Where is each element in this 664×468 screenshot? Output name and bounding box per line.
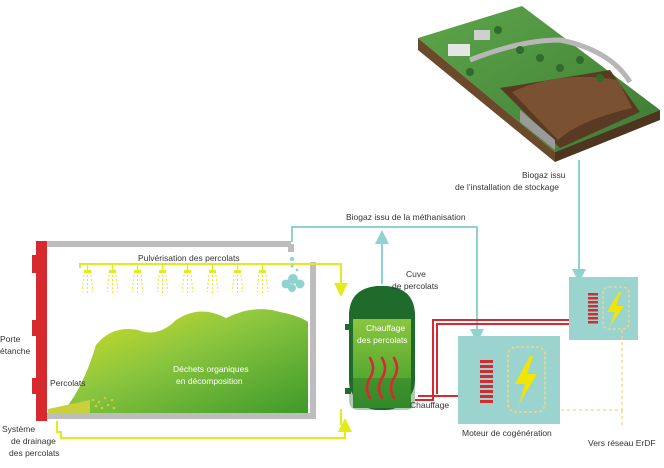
landfill-illustration xyxy=(418,6,660,162)
label-dechets-2: en décomposition xyxy=(176,376,243,386)
door-seal xyxy=(36,241,47,421)
label-chauffage-cuve-2: des percolats xyxy=(357,335,408,345)
drainage-grille xyxy=(48,400,90,413)
vapor-cloud-icon xyxy=(281,257,305,292)
radiator-icon xyxy=(588,293,598,324)
label-chauffage-cuve-1: Chauffage xyxy=(366,323,405,333)
heat-waves-icon xyxy=(365,356,399,400)
percolate-return-line xyxy=(56,418,352,439)
label-biogaz-stock-1: Biogaz issu xyxy=(522,170,566,180)
label-biogaz-metha: Biogaz issu de la méthanisation xyxy=(346,212,466,222)
label-drainage-3: des percolats xyxy=(9,448,60,458)
percolate-tank xyxy=(345,286,415,410)
label-percolats: Percolats xyxy=(50,378,85,388)
label-erdf: Vers réseau ErDF xyxy=(588,438,656,448)
biogas-pipes xyxy=(291,160,586,343)
label-chauffage: Chauffage xyxy=(410,400,449,410)
organic-waste-heap xyxy=(60,309,308,413)
sprinkler-line xyxy=(79,257,348,297)
label-biogaz-stock-2: de l’installation de stockage xyxy=(455,182,559,192)
label-moteur: Moteur de cogénération xyxy=(462,428,552,438)
label-drainage-1: Système xyxy=(2,424,35,434)
lightning-icon xyxy=(607,292,624,326)
label-cuve-1: Cuve xyxy=(406,269,426,279)
digester-tunnel xyxy=(32,241,316,421)
lightning-icon xyxy=(515,356,537,404)
label-porte-2: étanche xyxy=(0,346,31,356)
label-pulverisation: Pulvérisation des percolats xyxy=(138,253,240,263)
label-dechets-1: Déchets organiques xyxy=(173,364,249,374)
label-drainage-2: de drainage xyxy=(11,436,56,446)
landfill-gas-engine xyxy=(569,277,638,340)
grid-connection-lines xyxy=(560,330,623,428)
label-porte-1: Porte xyxy=(0,334,21,344)
label-cuve-2: de percolats xyxy=(392,281,438,291)
radiator-icon xyxy=(480,360,493,403)
sprinkler-icon xyxy=(84,264,266,273)
cogeneration-engine xyxy=(458,336,560,424)
